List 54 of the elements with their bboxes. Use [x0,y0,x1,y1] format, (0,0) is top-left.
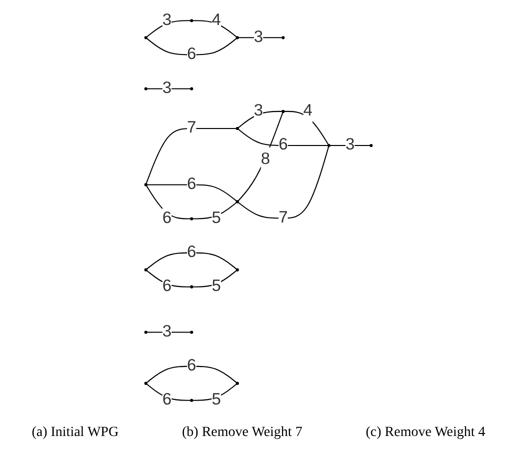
connector [146,366,237,384]
node-circle [370,144,373,148]
node-circle [236,126,239,130]
edge-label: 5 [212,209,221,228]
edge-label: 3 [162,322,172,341]
caption: (a) Initial WPG [32,425,119,441]
node-circle [236,36,239,40]
node-circle [144,330,148,334]
caption: (c) Remove Weight 4 [366,425,486,441]
edge-label: 3 [162,11,172,29]
connector [238,146,330,219]
edge-label: 6 [278,136,288,154]
edge-label: 6 [187,175,196,193]
connector [146,38,237,56]
edge-label: 4 [303,102,312,120]
edge-label: 6 [162,209,172,228]
node-circle [282,110,285,113]
edge-label: 3 [254,102,264,120]
node-circle [282,36,285,40]
edge-label: 6 [162,278,172,296]
connector [238,128,328,146]
edge-label: 6 [187,244,196,262]
edge-label: 4 [212,11,221,29]
node-circle [190,19,194,22]
node-circle [144,36,148,40]
edge-label: 5 [212,278,221,296]
node-circle [144,268,148,272]
node-circle [190,217,194,220]
edge-label: 6 [187,357,196,375]
edge-label: 7 [187,119,196,137]
edge-label: 3 [345,136,355,154]
edge-label: 3 [162,79,172,97]
node-circle [190,87,194,90]
caption: (b) Remove Weight 7 [182,425,302,441]
connector [146,184,237,202]
edge-label: 3 [254,28,264,46]
node-circle [144,87,148,90]
node-circle [236,268,239,272]
edge-label: 7 [278,208,288,226]
node-circle [327,144,330,148]
node-circle [236,200,239,204]
node-circle [236,382,239,385]
edge-label: 8 [260,150,270,168]
node-circle [144,183,148,186]
edge-label: 5 [212,391,221,409]
connector [146,252,237,270]
node-circle [190,285,194,288]
edge-label: 6 [162,391,172,409]
node-circle [144,382,148,385]
node-circle [190,330,194,334]
edge-label: 6 [187,45,196,63]
node-circle [190,398,194,402]
connector [238,112,284,202]
connector [146,128,236,184]
